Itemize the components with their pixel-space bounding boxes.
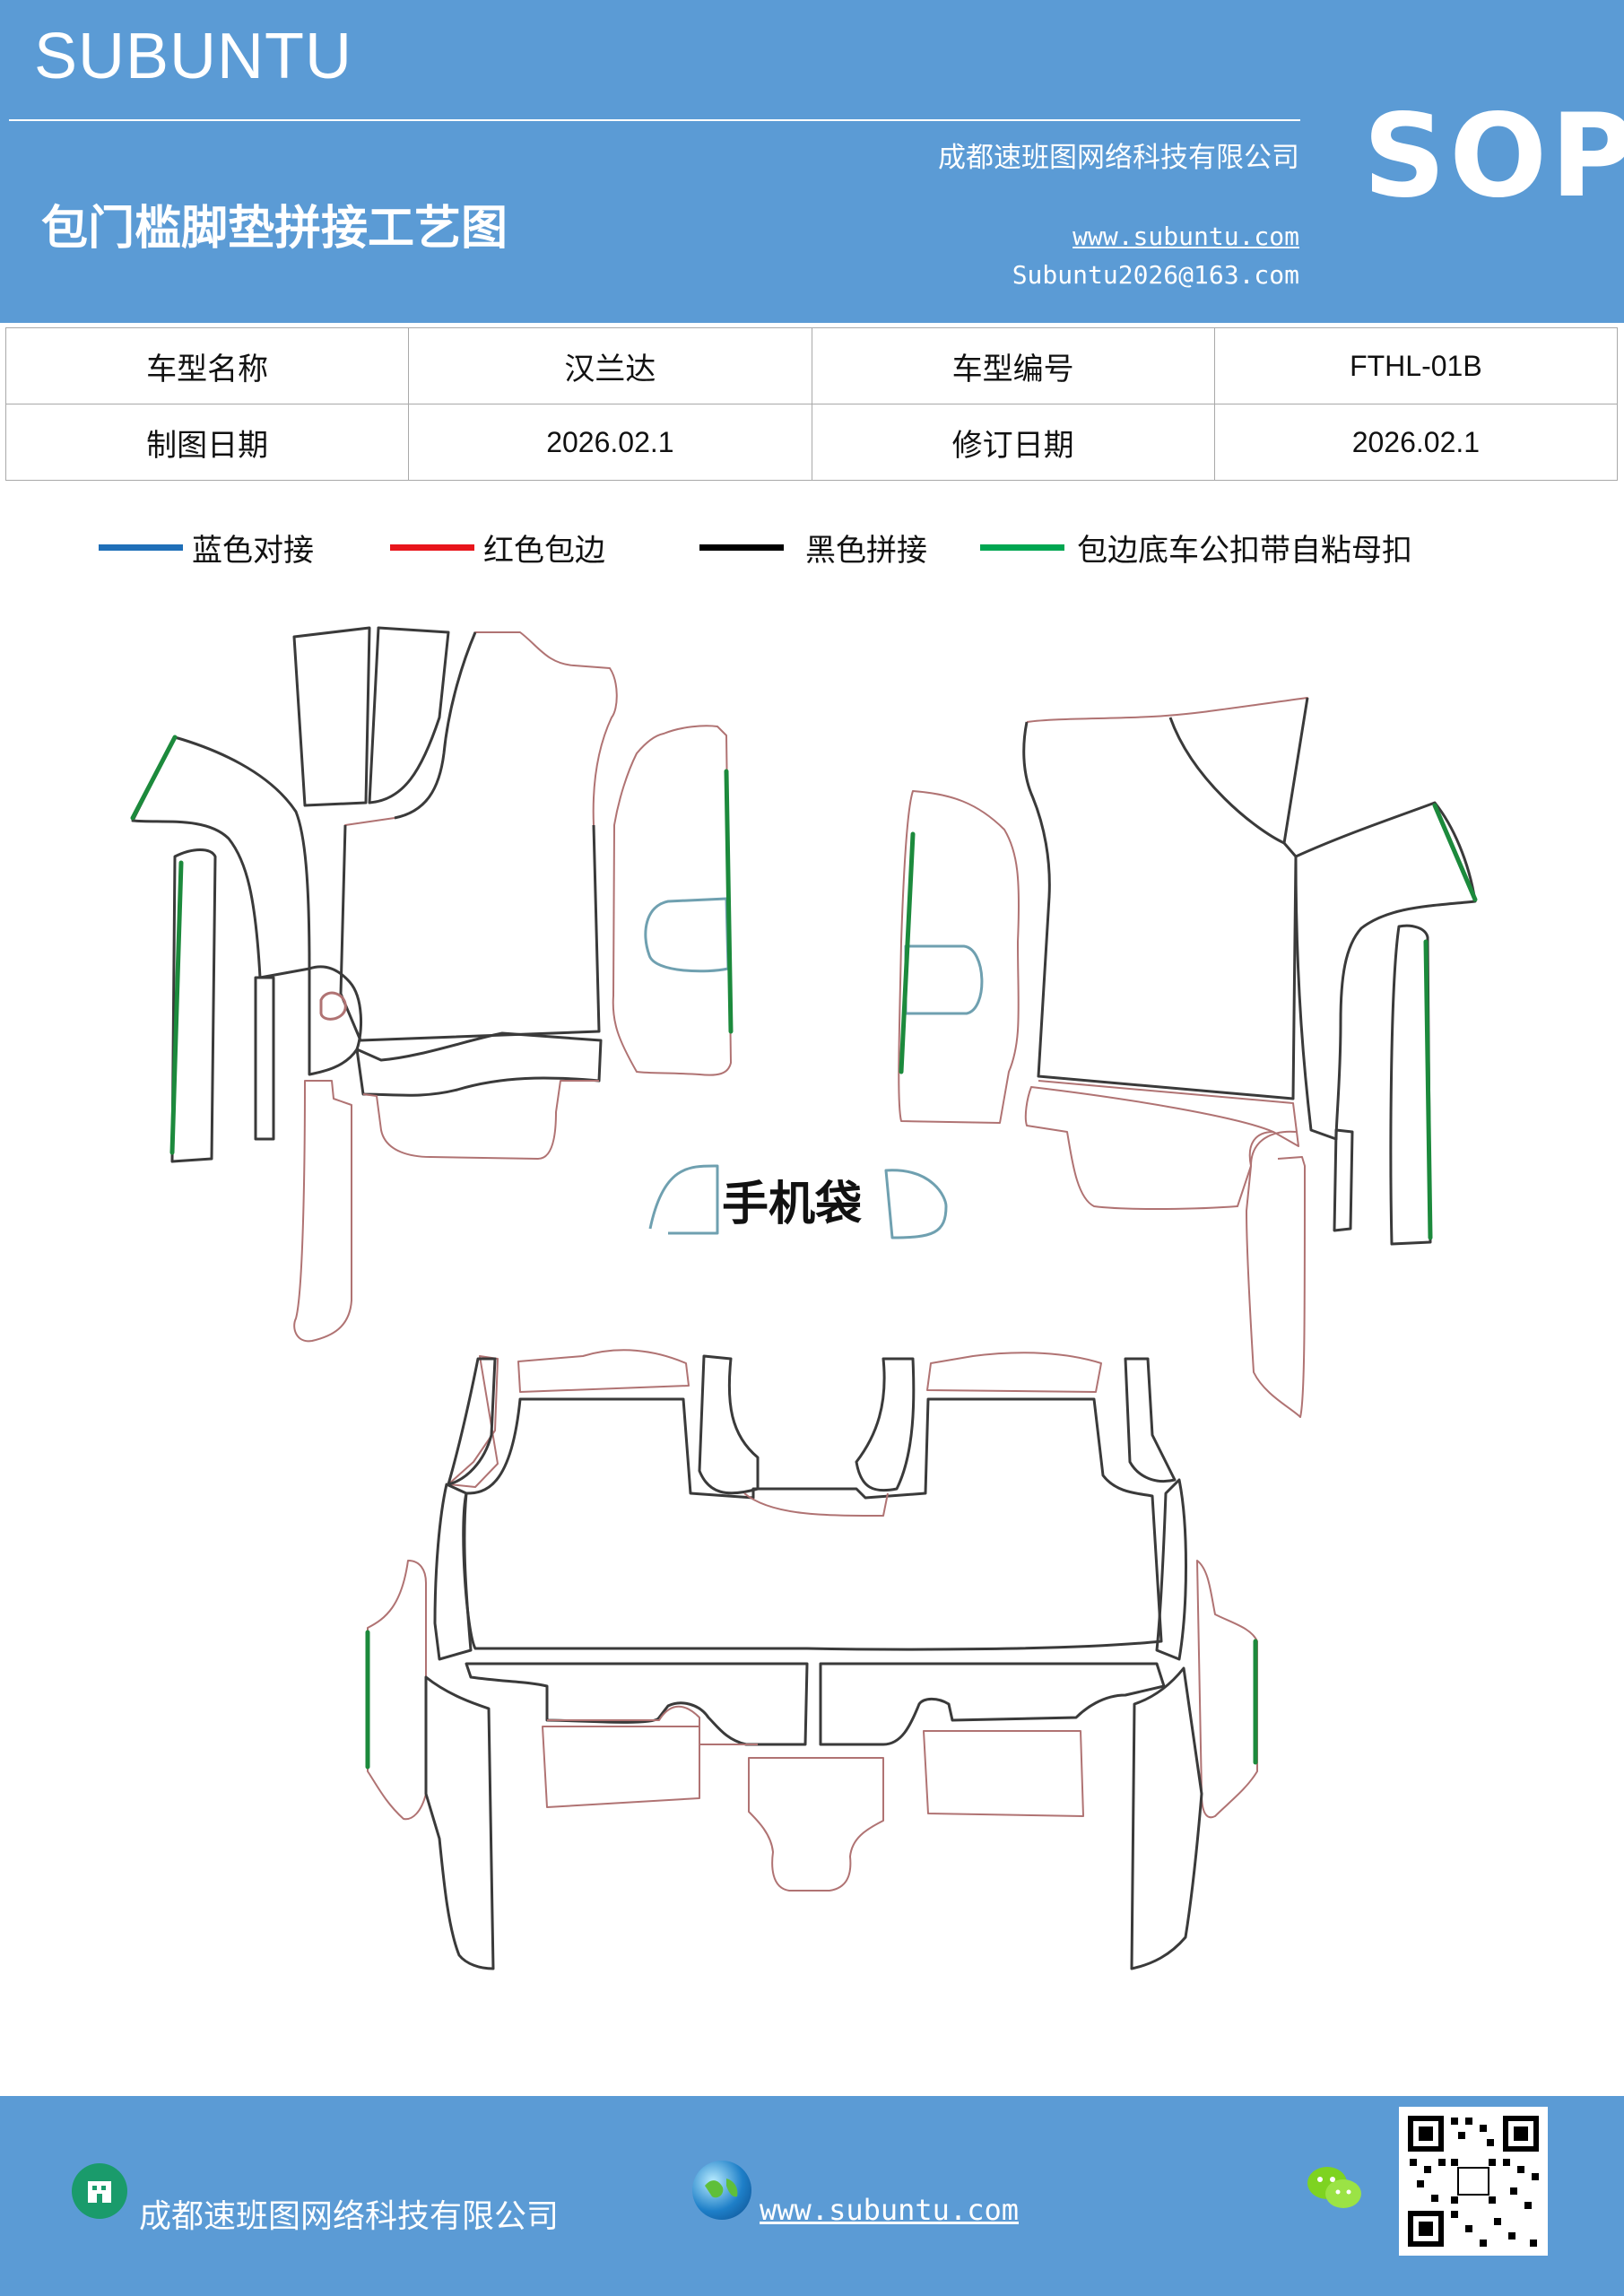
mat-piece [1246, 1131, 1306, 1418]
mat-piece [462, 1397, 1163, 1651]
mat-piece [1130, 1666, 1203, 1970]
mat-piece [517, 1349, 690, 1393]
brand-name: SUBUNTU [34, 21, 353, 92]
table-cell: 车型编号 [811, 327, 1215, 404]
legend-swatch [699, 544, 784, 551]
color-legend: 蓝色对接 红色包边 黑色拼接 包边底车公扣带自粘母扣 [0, 525, 1624, 570]
legend-label: 蓝色对接 [192, 532, 314, 569]
mat-piece [898, 790, 1020, 1124]
table-cell: FTHL-01B [1213, 327, 1619, 404]
qr-code-icon [1399, 2107, 1548, 2256]
mat-piece [293, 1080, 352, 1343]
mat-piece [855, 1357, 916, 1492]
mat-piece [131, 735, 311, 979]
mat-piece [1389, 924, 1432, 1246]
mat-piece [368, 626, 450, 804]
mat-piece [355, 1031, 603, 1097]
mat-piece [644, 897, 730, 973]
mat-piece [926, 1352, 1102, 1393]
page-title: 包门槛脚垫拼接工艺图 [41, 202, 508, 256]
mat-piece [1155, 1478, 1187, 1661]
legend-label: 黑色拼接 [805, 532, 927, 569]
header-divider [9, 119, 1300, 121]
header-email: Subuntu2026@163.com [1012, 260, 1299, 290]
legend-swatch [390, 544, 474, 551]
velcro-edge [130, 735, 178, 821]
footer-company: 成都速班图网络科技有限公司 [139, 2198, 560, 2235]
mat-piece [1026, 697, 1308, 844]
mat-piece [1294, 801, 1477, 1141]
mat-piece [547, 1705, 758, 1745]
table-row: 制图日期 2026.02.1 修订日期 2026.02.1 [4, 404, 1619, 481]
mat-piece [465, 1662, 809, 1746]
mat-piece [1168, 697, 1309, 845]
table-row: 车型名称 汉兰达 车型编号 FTHL-01B [4, 327, 1619, 404]
mat-piece [743, 1492, 889, 1517]
table-cell: 2026.02.1 [1213, 404, 1619, 481]
vehicle-info-table: 车型名称 汉兰达 车型编号 FTHL-01B 制图日期 2026.02.1 修订… [4, 327, 1619, 481]
legend-item-red: 红色包边 [390, 525, 605, 570]
mat-piece [1196, 1560, 1258, 1819]
mat-piece [1022, 721, 1298, 1100]
sop-badge: SOP [1363, 90, 1624, 223]
mat-piece [339, 824, 601, 1042]
mat-piece [340, 631, 618, 1041]
mat-piece [308, 965, 363, 1076]
building-icon [72, 2163, 127, 2219]
header-website-link[interactable]: www.subuntu.com [1073, 222, 1299, 251]
velcro-edge [899, 831, 916, 1074]
header-company: 成都速班图网络科技有限公司 [938, 142, 1299, 174]
velcro-edge [169, 860, 184, 1155]
legend-item-blue: 蓝色对接 [99, 525, 314, 570]
mat-piece [748, 1757, 884, 1892]
legend-label: 红色包边 [483, 532, 605, 569]
wechat-icon[interactable] [1305, 2163, 1364, 2213]
mat-piece [292, 626, 371, 807]
mat-piece [1124, 1357, 1177, 1483]
legend-item-green: 包边底车公扣带自粘母扣 [980, 525, 1412, 570]
velcro-edge [1432, 803, 1478, 902]
legend-swatch [980, 544, 1064, 551]
mat-piece [362, 1080, 599, 1160]
mat-piece [1333, 1128, 1354, 1232]
page-footer: 成都速班图网络科技有限公司 www.subuntu.com [0, 2096, 1624, 2296]
mat-piece [447, 1357, 497, 1486]
table-cell: 制图日期 [4, 404, 410, 481]
mat-piece [904, 944, 984, 1015]
legend-swatch [99, 544, 183, 551]
mat-piece [1024, 1080, 1299, 1211]
globe-icon [692, 2161, 751, 2220]
table-cell: 汉兰达 [408, 327, 812, 404]
mat-piece [447, 1355, 499, 1488]
phone-pocket-label: 手机袋 [722, 1178, 863, 1231]
mat-piece [542, 1726, 700, 1808]
page-header: SUBUNTU 包门槛脚垫拼接工艺图 成都速班图网络科技有限公司 www.sub… [0, 0, 1624, 323]
mat-piece [648, 1164, 719, 1235]
mat-piece [424, 1675, 495, 1970]
footer-website-link[interactable]: www.subuntu.com [760, 2193, 1019, 2227]
floor-mat-diagram [130, 626, 1478, 1970]
legend-label: 包边底车公扣带自粘母扣 [1077, 532, 1412, 569]
table-cell: 修订日期 [811, 404, 1215, 481]
velcro-edge [1423, 939, 1433, 1240]
mat-piece [884, 1169, 948, 1239]
velcro-edge [724, 769, 734, 1034]
legend-item-black: 黑色拼接 [699, 525, 927, 570]
mat-piece [394, 631, 477, 820]
table-cell: 2026.02.1 [408, 404, 812, 481]
mat-piece [254, 976, 275, 1141]
table-cell: 车型名称 [4, 327, 410, 404]
mat-piece [698, 1354, 760, 1495]
mat-piece [433, 1483, 473, 1661]
mat-piece [367, 1560, 427, 1821]
mat-piece [923, 1730, 1084, 1817]
mat-piece [170, 848, 217, 1163]
mat-piece [819, 1662, 1166, 1746]
mat-piece [319, 991, 347, 1021]
